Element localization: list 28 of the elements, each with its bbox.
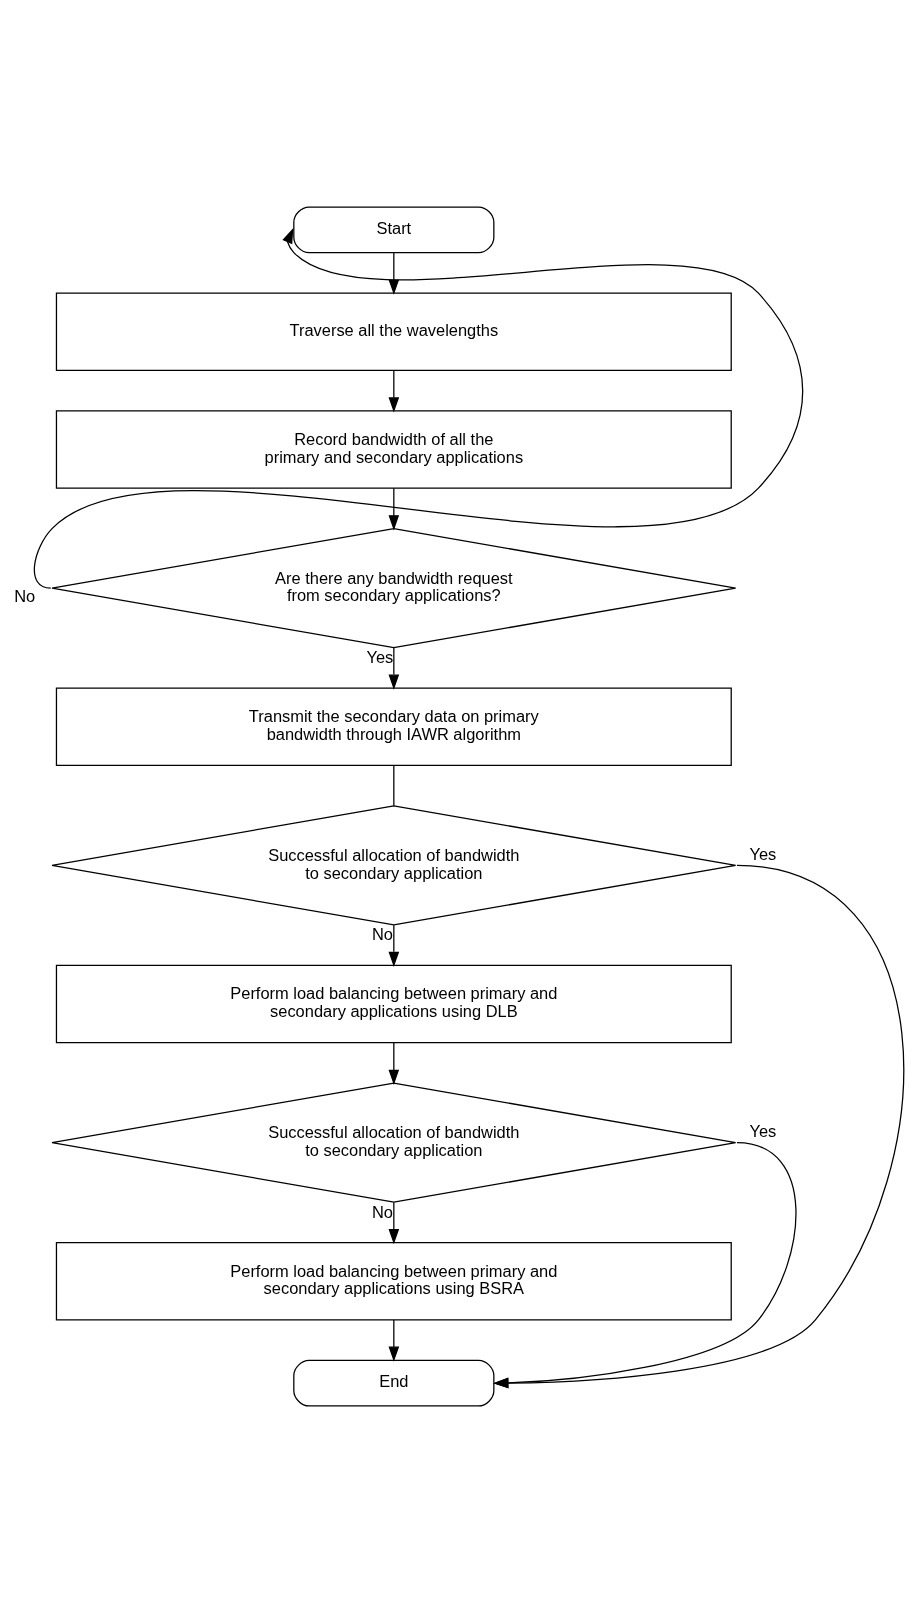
arrow [388, 1201, 400, 1244]
arrow [388, 924, 400, 967]
edge-label: No [371, 924, 393, 943]
node-box: End [293, 1359, 495, 1407]
node-box: Record bandwidth of all the primary and secondary applications [55, 409, 732, 489]
arrow [493, 864, 905, 1388]
node-box: Traverse all the wavelengths [55, 292, 732, 371]
edge-label: No [371, 1202, 393, 1221]
edge-label: Yes [749, 844, 777, 863]
node-diamond: Successful allocation of bandwidth to secondary application [51, 1081, 737, 1203]
arrow [388, 1041, 400, 1085]
connector [393, 764, 395, 806]
arrow [388, 646, 400, 690]
node-box: Perform load balancing between primary and secondary applications using BSRA [55, 1241, 732, 1320]
node-box: Perform load balancing between primary and secondary applications using DLB [55, 964, 732, 1043]
arrow [388, 1318, 400, 1362]
node-diamond: Are there any bandwidth request from secondary applications? [51, 527, 737, 648]
edge-label: Yes [749, 1121, 777, 1140]
arrow [388, 487, 400, 530]
node-box: Start [293, 205, 495, 253]
arrow [33, 227, 804, 589]
arrow [388, 369, 400, 413]
node-box: Transmit the secondary data on primary bandwidth through IAWR algorithm [55, 687, 732, 766]
edge-label: No [14, 586, 36, 605]
arrow [493, 1141, 797, 1388]
arrow [388, 251, 400, 295]
node-diamond: Successful allocation of bandwidth to secondary application [51, 804, 737, 925]
edge-label: Yes [366, 647, 394, 666]
